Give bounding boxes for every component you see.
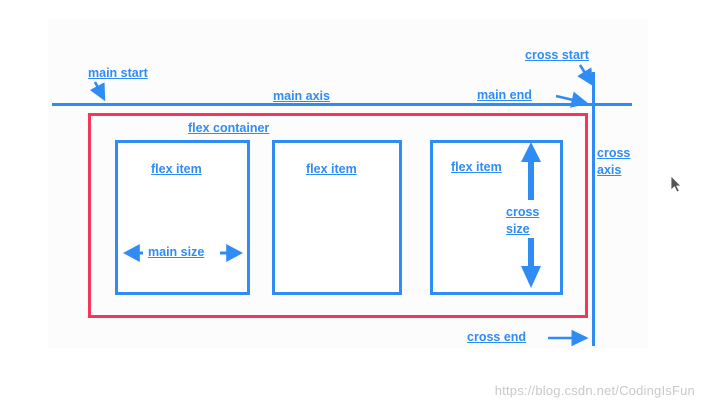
flex-item-1-label: flex item [151,162,202,176]
cursor-icon [670,175,682,193]
watermark-text: https://blog.csdn.net/CodingIsFun [494,383,695,398]
flex-item-2-label: flex item [306,162,357,176]
flex-container-label: flex container [188,121,270,135]
cross-axis-line [592,72,595,346]
main-axis-line [52,103,632,106]
cross-end-label: cross end [467,330,527,344]
flex-item-1-box [115,140,250,295]
flex-container-box [88,113,588,318]
main-start-label: main start [88,66,148,80]
cross-axis-label-line2: axis [597,163,622,177]
main-size-label: main size [148,245,205,259]
cross-size-label-line2: size [506,222,530,236]
cross-start-label: cross start [525,48,589,62]
cross-size-label-line1: cross [506,205,540,219]
main-axis-label: main axis [273,89,330,103]
main-end-label: main end [477,88,532,102]
flex-item-3-label: flex item [451,160,502,174]
flex-item-2-box [272,140,402,295]
cross-axis-label-line1: cross [597,146,631,160]
